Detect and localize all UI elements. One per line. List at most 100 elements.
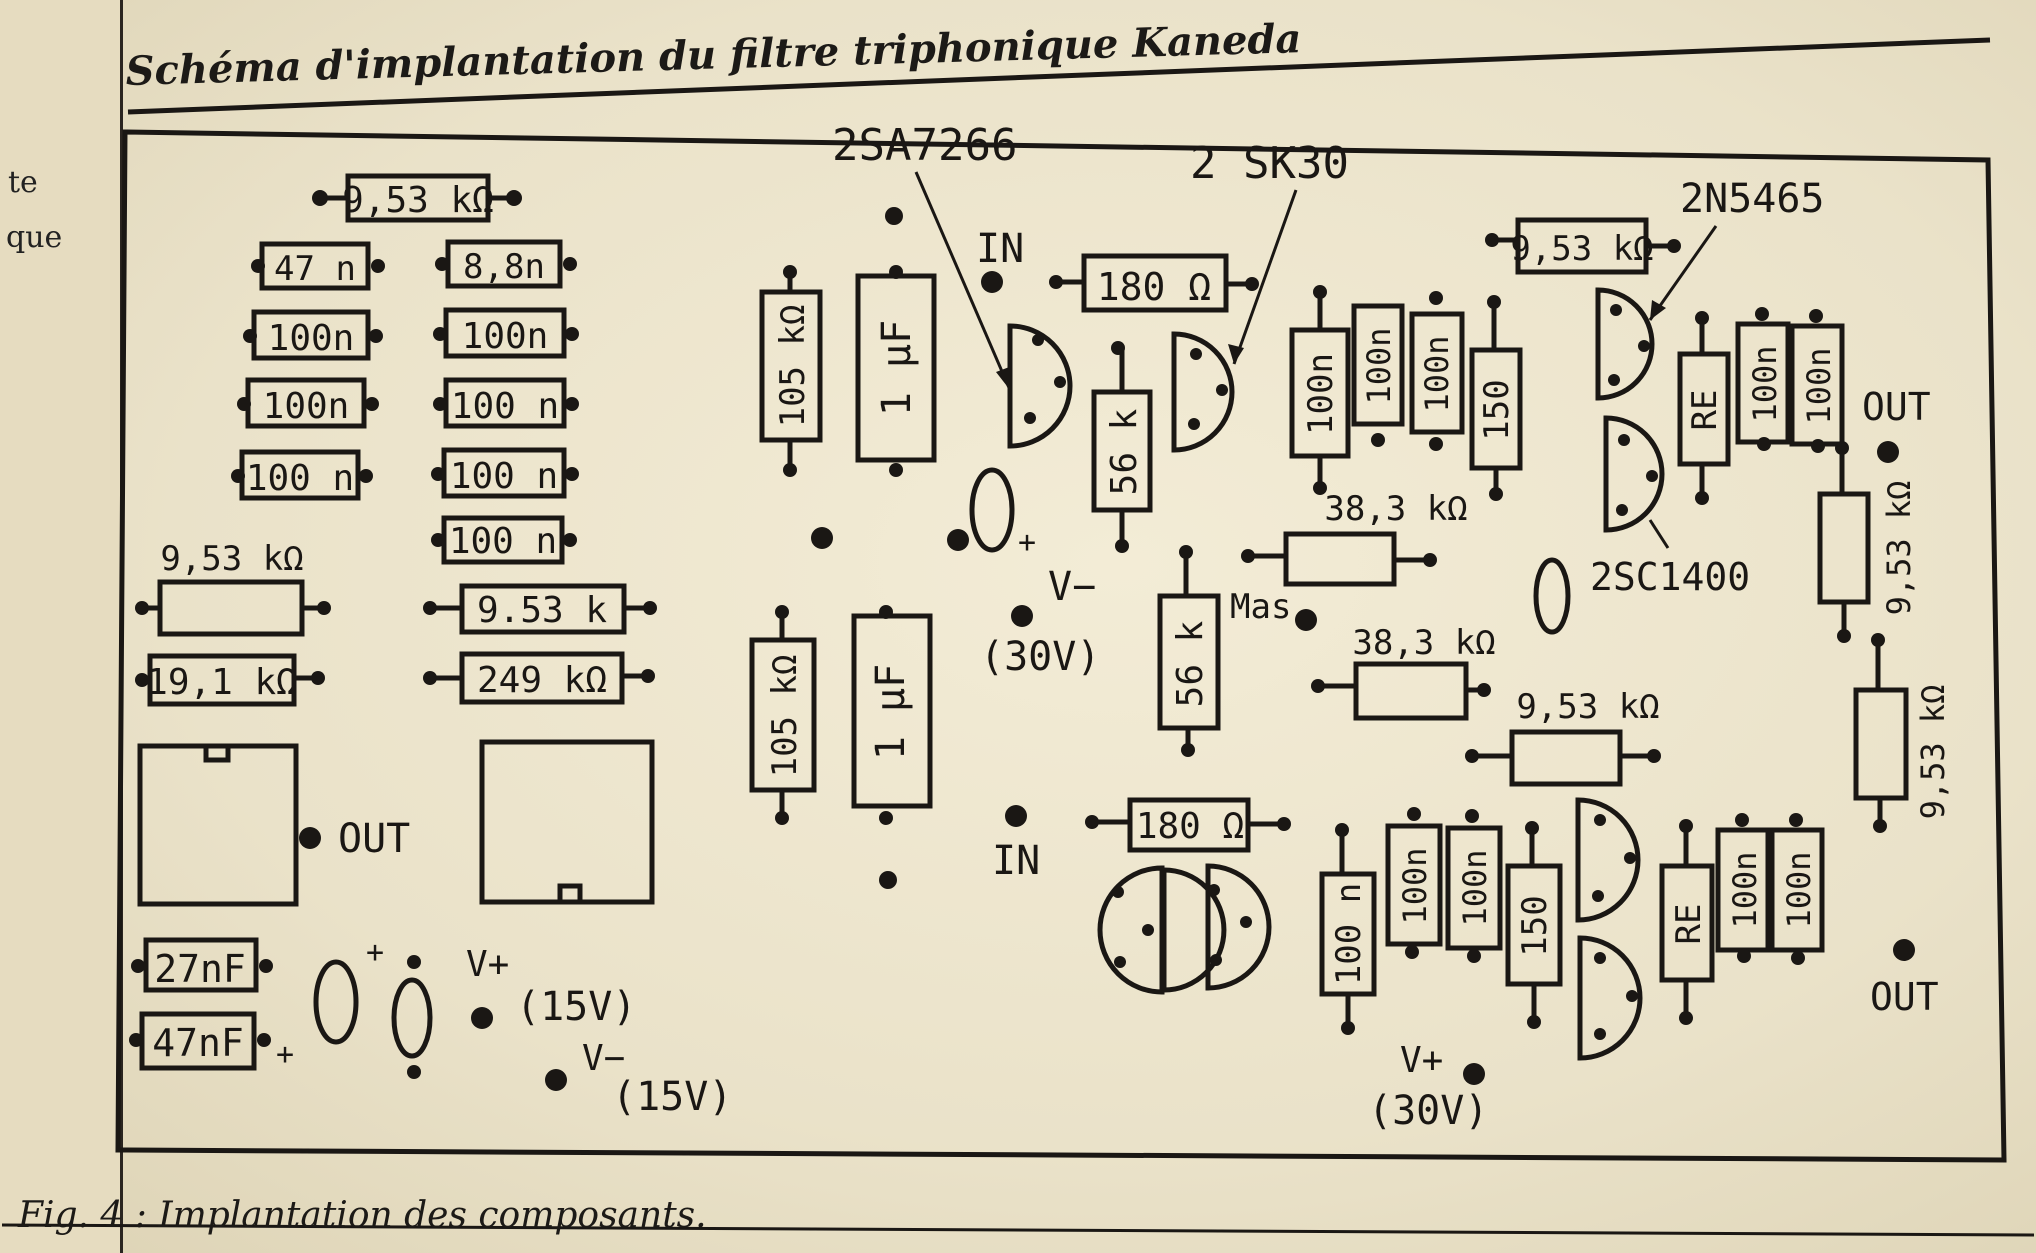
capacitor-label: 100n: [268, 318, 355, 359]
plus-label: +: [366, 935, 384, 970]
transistor-label-2sk30: 2 SK30: [1190, 138, 1349, 189]
capacitor-label: 1 μF: [874, 320, 920, 416]
capacitor-47nf: [139, 1011, 257, 1071]
plus-label: +: [1018, 525, 1036, 560]
resistor-label: 56 k: [1104, 408, 1145, 495]
resistor-label: 9,53 kΩ: [160, 539, 303, 579]
figure-caption: Fig. 4 : Implantation des composants.: [18, 1195, 707, 1236]
capacitor-1uf-top: [855, 273, 937, 463]
v-minus-label: V−: [1048, 564, 1096, 610]
right-top-capacitor-row: 100n 100n 100n 150: [1289, 285, 1523, 501]
capacitor-label: 27nF: [154, 947, 246, 991]
transistor: [1575, 797, 1641, 923]
capacitor-label: 100n: [1456, 849, 1494, 926]
out-pin-label: OUT: [338, 816, 410, 862]
in-pin-label: IN: [992, 838, 1040, 884]
pad: [1011, 605, 1033, 627]
resistor-label: 105 kΩ: [765, 655, 805, 778]
transistor-label-2n5465: 2N5465: [1680, 176, 1825, 222]
transistor: [1205, 863, 1272, 991]
transistor-2sk30: [1171, 331, 1235, 453]
diagram-frame: [115, 129, 2007, 1163]
transistor-label-2sa7266: 2SA7266: [832, 120, 1017, 171]
capacitor-100n: [1769, 827, 1825, 953]
ic-left: [137, 743, 299, 907]
label-arrow: [1648, 225, 1718, 321]
capacitor-label: 100n: [1780, 851, 1818, 928]
capacitor-label: 100 n: [450, 456, 558, 497]
resistor-label: 180 Ω: [1136, 806, 1244, 847]
out-pin-label: OUT: [1870, 975, 1939, 1019]
capacitor-label: 1 μF: [868, 664, 914, 760]
voltage-label: (30V): [980, 634, 1100, 680]
resistor-label: 9,53 kΩ: [342, 180, 494, 221]
pad: [471, 1007, 493, 1029]
resistor-9-53k-vertical: [1817, 491, 1871, 605]
arrow-head: [1650, 300, 1666, 320]
resistor-label: 19,1 kΩ: [146, 662, 298, 703]
pad: [506, 190, 522, 206]
resistor-label: RE: [1669, 904, 1709, 945]
pad: [947, 529, 969, 551]
pad: [1005, 805, 1027, 827]
resistor-label: 9,53 kΩ: [1914, 685, 1952, 820]
resistor-9-53k-vertical-2: [1853, 687, 1909, 801]
transistor: [1577, 935, 1643, 1061]
resistor-label: RE: [1685, 390, 1725, 431]
capacitor-label: 100 n: [246, 458, 354, 499]
resistor-label: 9,53 kΩ: [1880, 481, 1918, 616]
pad: [1463, 1063, 1485, 1085]
pad: [1893, 939, 1915, 961]
capacitor-label: 100n: [462, 316, 549, 357]
pad: [811, 527, 833, 549]
capacitor-label: 100n: [1360, 327, 1398, 404]
pad: [1295, 609, 1317, 631]
capacitor-label: 47nF: [152, 1021, 244, 1065]
capacitor-label: 8,8n: [463, 247, 545, 287]
resistor-label: 38,3 kΩ: [1324, 489, 1467, 529]
ic-notch: [557, 883, 583, 905]
resistor-38-3k-top: [1283, 531, 1397, 587]
right-bottom-capacitor-row: 100 n 100n 100n 150: [1319, 807, 1563, 1035]
resistor-label: 105 kΩ: [773, 305, 813, 428]
resistor-label: 150: [1477, 379, 1517, 440]
resistor-label: 249 kΩ: [477, 660, 607, 701]
capacitor-label: 47 n: [274, 249, 356, 289]
capacitor-label: 100n: [1726, 851, 1764, 928]
resistor-38-3k-mid: [1353, 661, 1469, 721]
pad: [1877, 441, 1899, 463]
pad: [299, 827, 321, 849]
capacitor-label: 100n: [263, 386, 350, 427]
capacitor-label: 100n: [1301, 353, 1341, 435]
resistor-label: 9.53 k: [477, 590, 607, 631]
capacitor-label: 100 n: [1329, 883, 1369, 985]
voltage-label: (30V): [1368, 1088, 1488, 1134]
facing-page-text: que: [6, 220, 63, 255]
resistor-9-53k-mid: [157, 579, 305, 637]
label-arrow: [1232, 189, 1298, 365]
v-plus-label: V+: [1400, 1040, 1443, 1081]
label-arrow: [914, 171, 1012, 391]
transistor-2n5465: [1595, 287, 1655, 401]
resistor-label: 9,53 kΩ: [1516, 687, 1659, 727]
capacitor-label: 100 n: [449, 521, 557, 562]
ic-notch: [203, 743, 231, 763]
electrolytic-capacitor: [313, 959, 359, 1045]
transistor-2sa7266: [1007, 323, 1073, 449]
caption-rule: [1, 1223, 2035, 1237]
mass-label: Mas: [1230, 587, 1291, 627]
middle-capacitor-column: 8,8n 100n 100 n 100 n 100 n: [431, 239, 579, 565]
transistor-label-2sc1400: 2SC1400: [1590, 555, 1750, 599]
voltage-label: (15V): [612, 1074, 732, 1120]
voltage-label: (15V): [516, 984, 636, 1030]
capacitor-27nf: [143, 937, 259, 993]
electrolytic-capacitor: [969, 467, 1015, 553]
left-capacitor-column: 47 n 100n 100n 100 n: [231, 241, 385, 501]
resistor-label: 150: [1515, 895, 1555, 956]
pad: [981, 271, 1003, 293]
resistor-9-53k-mid2: [1509, 729, 1623, 787]
v-minus-label: V−: [582, 1038, 625, 1079]
v-plus-label: V+: [466, 944, 509, 985]
out-pin-label: OUT: [1862, 385, 1931, 429]
electrolytic-capacitor: [391, 977, 433, 1059]
